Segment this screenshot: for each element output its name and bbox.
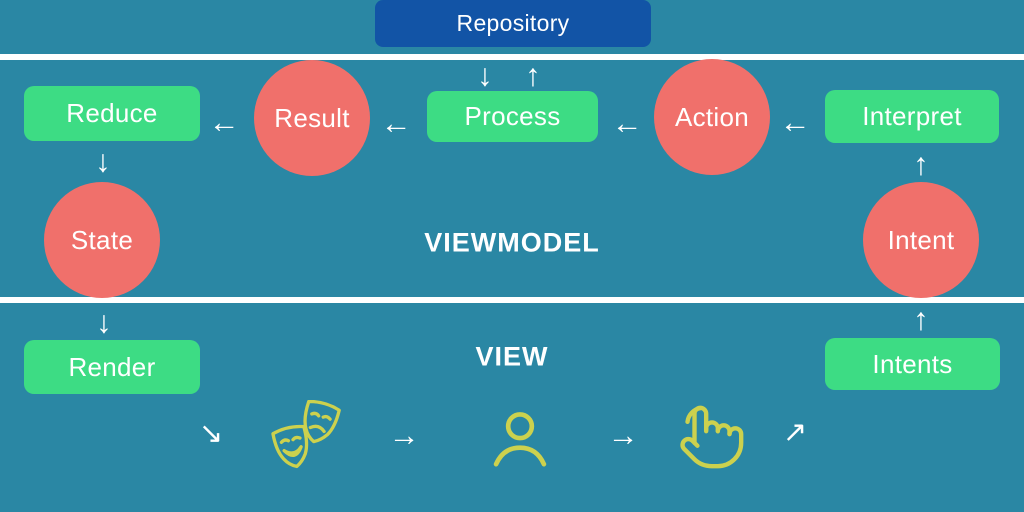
- arrow-down-icon: ↓: [96, 304, 112, 340]
- arrow-down-icon: ↓: [95, 143, 111, 179]
- viewmodel-band-label: VIEWMODEL: [424, 227, 600, 258]
- arrow-left-icon: ←: [611, 105, 643, 141]
- node-intent: Intent: [863, 182, 979, 298]
- arrow-up-icon: ↑: [913, 301, 929, 337]
- node-state: State: [44, 182, 160, 298]
- arrow-up-icon: ↑: [525, 57, 541, 93]
- arrow-left-icon: ←: [208, 104, 240, 140]
- node-repository: Repository: [375, 0, 651, 47]
- arrow-left-icon: ←: [779, 104, 811, 140]
- arrow-down-icon: ↓: [477, 57, 493, 93]
- node-render: Render: [24, 340, 200, 394]
- view-band-label: VIEW: [475, 341, 549, 372]
- arrow-right-icon: →: [388, 417, 420, 453]
- node-reduce: Reduce: [24, 86, 200, 141]
- node-action: Action: [654, 59, 770, 175]
- band-divider-middle: [0, 297, 1024, 303]
- tap-hand-icon: [677, 402, 747, 472]
- person-icon: [487, 407, 553, 473]
- arrow-left-icon: ←: [380, 105, 412, 141]
- node-process: Process: [427, 91, 598, 142]
- node-interpret: Interpret: [825, 90, 999, 143]
- arrow-right-icon: →: [607, 417, 639, 453]
- theater-masks-icon: [267, 400, 343, 476]
- arrow-up-right-icon: ↗: [782, 416, 808, 449]
- band-divider-top: [0, 54, 1024, 60]
- arrow-up-icon: ↑: [913, 146, 929, 182]
- arrow-down-right-icon: ↘: [198, 417, 224, 450]
- node-result: Result: [254, 60, 370, 176]
- node-intents: Intents: [825, 338, 1000, 390]
